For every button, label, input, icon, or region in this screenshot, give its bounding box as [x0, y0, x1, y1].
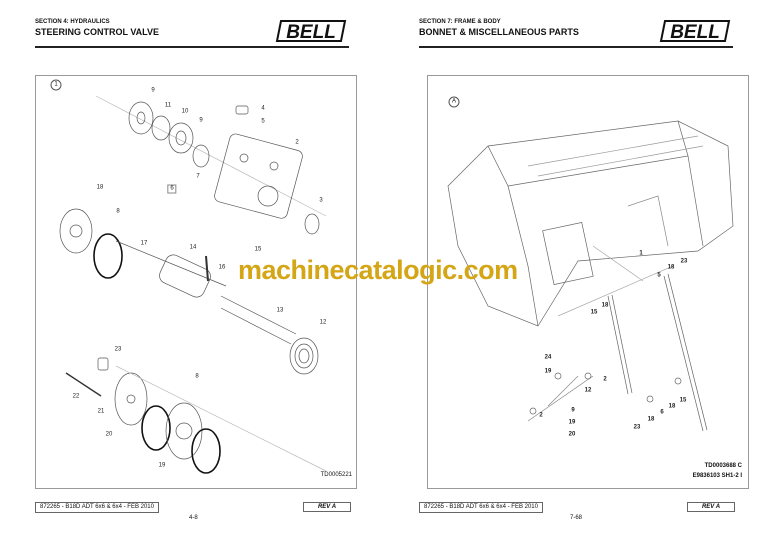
figure-panel: 1 9 11 10 9 4 5 2 7 6 18 3 8 17 14 16 15… [35, 75, 357, 489]
callout: 18 [96, 184, 104, 191]
figure-panel: A 1 23 18 5 18 15 24 19 2 12 9 2 19 20 1… [427, 75, 749, 489]
section-label: SECTION 7: FRAME & BODY [419, 19, 501, 25]
callout: 18 [668, 403, 676, 410]
footer-document-id: 872265 - B18D ADT 6x6 & 6x4 - FEB 2010 [35, 502, 159, 513]
figure-label: A [448, 96, 460, 108]
callout: 2 [295, 139, 299, 146]
header-rule [35, 46, 349, 48]
callout: 9 [571, 407, 575, 414]
page-title: BONNET & MISCELLANEOUS PARTS [419, 27, 579, 37]
callout: 6 [660, 409, 664, 416]
callout: 5 [261, 118, 265, 125]
callout: 12 [319, 319, 327, 326]
callout: 16 [218, 264, 226, 271]
left-page: SECTION 4: HYDRAULICS STEERING CONTROL V… [35, 19, 357, 521]
callout: 15 [590, 309, 598, 316]
callout: 9 [199, 117, 203, 124]
revision-badge: REV A [687, 502, 735, 512]
callout: 8 [116, 208, 120, 215]
callout: 1 [639, 250, 643, 257]
callout: 18 [667, 264, 675, 271]
callout: 23 [633, 424, 641, 431]
callout: 7 [196, 173, 200, 180]
callout: 2 [539, 412, 543, 419]
bonnet-drawing [447, 120, 734, 432]
page-number: 7-68 [570, 515, 583, 521]
callout: 19 [544, 368, 552, 375]
callout: 9 [151, 87, 155, 94]
callout: 11 [164, 102, 172, 109]
bell-logo: BELL [659, 20, 731, 43]
callout: 19 [158, 462, 166, 469]
callout: 4 [261, 105, 265, 112]
callout: 24 [544, 354, 552, 361]
right-page: SECTION 7: FRAME & BODY BONNET & MISCELL… [384, 0, 768, 543]
callout: 19 [568, 419, 576, 426]
section-label: SECTION 4: HYDRAULICS [35, 19, 110, 25]
callout: 20 [568, 431, 576, 438]
figure-label: 1 [50, 79, 62, 91]
revision-badge: REV A [303, 502, 351, 512]
callout: 3 [319, 197, 323, 204]
header-rule [419, 46, 733, 48]
steering-valve-exploded-drawing [59, 95, 327, 474]
drawing-reference: TD0003688 C [704, 463, 742, 469]
page-title: STEERING CONTROL VALVE [35, 27, 160, 37]
bell-logo: BELL [275, 20, 347, 43]
callout: 15 [254, 246, 262, 253]
callout: 6 [167, 184, 177, 194]
callout: 5 [657, 272, 661, 279]
callout: 23 [680, 258, 688, 265]
callout: 12 [584, 387, 592, 394]
svg-text:BELL: BELL [670, 22, 720, 43]
watermark: machinecatalogic.com [238, 255, 518, 285]
page-number: 4-8 [189, 515, 198, 521]
callout: 18 [601, 302, 609, 309]
callout: 17 [140, 240, 148, 247]
callout: 8 [195, 373, 199, 380]
callout: 10 [181, 108, 189, 115]
footer-document-id: 872265 - B18D ADT 6x6 & 6x4 - FEB 2010 [419, 502, 543, 513]
callout: 18 [647, 416, 655, 423]
callout: 15 [679, 397, 687, 404]
callout: 13 [276, 307, 284, 314]
callout: 14 [189, 244, 197, 251]
svg-text:BELL: BELL [286, 22, 336, 43]
callout: 21 [97, 408, 105, 415]
callout: 23 [114, 346, 122, 353]
drawing-reference-sheet: E9836103 SH1-2 I [692, 473, 742, 479]
drawing-reference: TD0005221 [320, 472, 352, 478]
callout: 22 [72, 393, 80, 400]
callout: 20 [105, 431, 113, 438]
callout: 2 [603, 376, 607, 383]
